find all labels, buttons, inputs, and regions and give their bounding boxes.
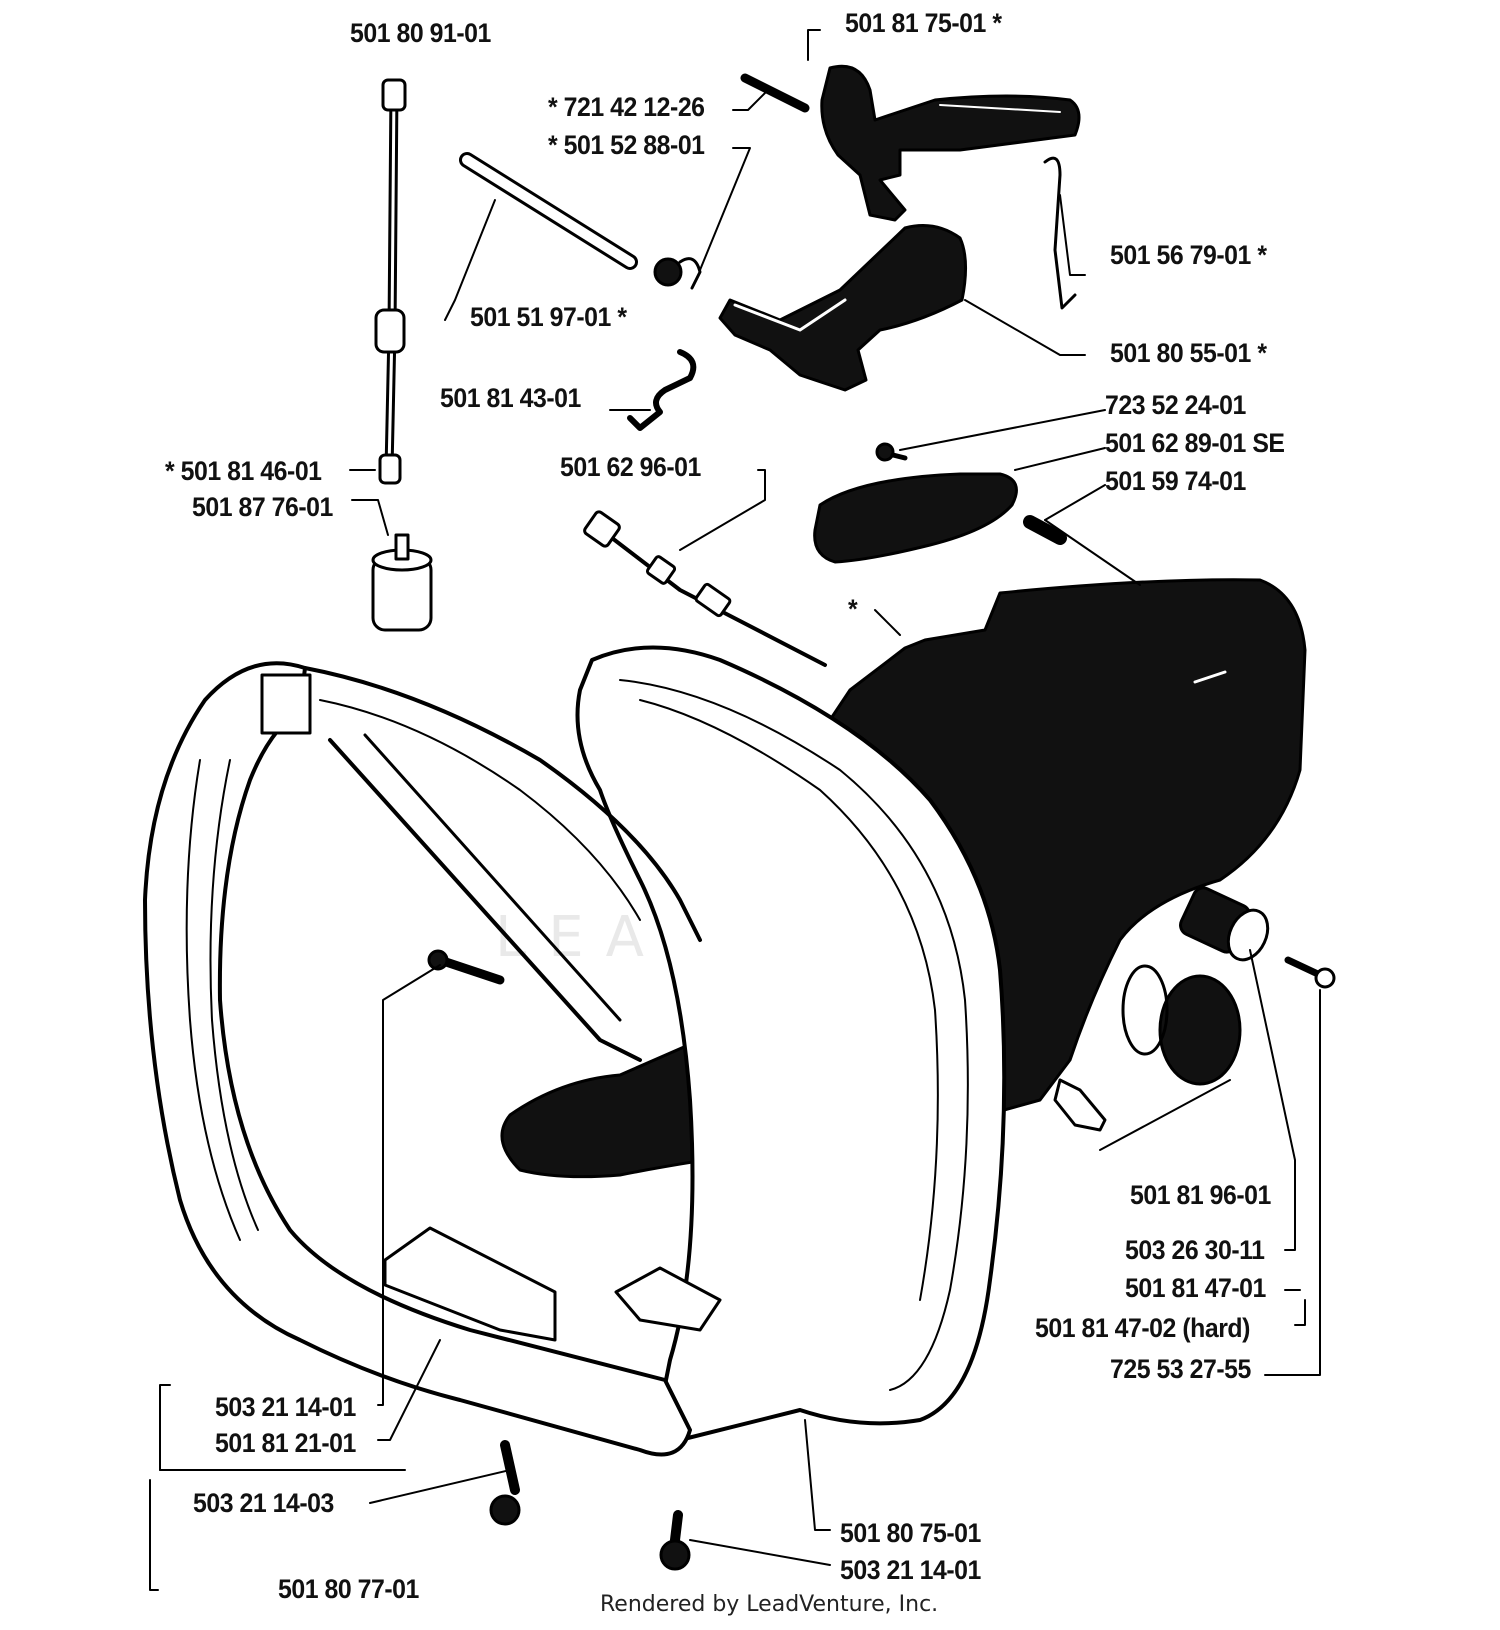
spring-part <box>740 73 810 113</box>
part-label-501-81-75-01: 501 81 75-01 * <box>845 8 1002 38</box>
part-label-725-53-27-55: 725 53 27-55 <box>1110 1354 1251 1384</box>
part-label-501-59-74-01: 501 59 74-01 <box>1105 466 1246 496</box>
choke-knob-part <box>1179 886 1270 962</box>
lower-bracket-part <box>614 1266 722 1332</box>
part-label-503-21-14-01-b: 503 21 14-01 <box>840 1555 981 1585</box>
part-label-501-80-55-01: 501 80 55-01 * <box>1110 338 1267 368</box>
bolt-503-21-14-01-lower <box>659 1510 691 1571</box>
throttle-trigger-part <box>820 64 1081 222</box>
part-label-503-26-30-11: 503 26 30-11 <box>1125 1235 1265 1265</box>
small-screw-part <box>875 442 908 462</box>
front-handle-bar <box>575 645 1007 1444</box>
part-label-501-51-97-01: 501 51 97-01 * <box>470 302 627 332</box>
part-label-501-81-21-01: 501 81 21-01 <box>215 1428 356 1458</box>
part-label-723-52-24-01: 723 52 24-01 <box>1105 390 1246 420</box>
bolt-503-21-14-01-upper <box>427 949 505 985</box>
fuel-hose-part <box>374 78 407 485</box>
part-label-501-80-91-01: 501 80 91-01 <box>350 18 491 48</box>
wire-link-part <box>627 349 697 431</box>
part-label-503-21-14-03: 503 21 14-03 <box>193 1488 334 1518</box>
grip-pin-part <box>1023 515 1067 545</box>
part-label-501-87-76-01: 501 87 76-01 <box>192 492 333 522</box>
part-label-503-21-14-01-a: 503 21 14-01 <box>215 1392 356 1422</box>
part-label-501-52-88-01: * 501 52 88-01 <box>548 130 705 160</box>
part-label-asterisk: * <box>848 594 858 624</box>
part-label-501-80-77-01: 501 80 77-01 <box>278 1574 419 1604</box>
bracket-plate-part <box>383 1226 557 1342</box>
fuel-cap-part <box>1121 964 1242 1086</box>
part-label-501-62-96-01: 501 62 96-01 <box>560 452 701 482</box>
part-label-501-80-75-01: 501 80 75-01 <box>840 1518 981 1548</box>
bolt-503-21-14-03 <box>489 1440 521 1526</box>
part-label-501-62-89-01-se: 501 62 89-01 SE <box>1105 428 1285 458</box>
part-label-501-81-46-01: * 501 81 46-01 <box>165 456 322 486</box>
part-label-721-42-12-26: * 721 42 12-26 <box>548 92 705 122</box>
pin-rod-part <box>459 152 638 270</box>
spring-clip-part <box>1043 156 1077 310</box>
screw-725-53-27-55 <box>1284 956 1336 989</box>
handle-grip-part <box>813 472 1018 564</box>
trigger-spring-part <box>653 257 702 290</box>
fuel-filter-part <box>371 533 433 632</box>
part-label-501-81-47-02-hard: 501 81 47-02 (hard) <box>1035 1313 1250 1343</box>
shutoff-lever-part <box>1053 1078 1107 1132</box>
part-label-501-56-79-01: 501 56 79-01 * <box>1110 240 1267 270</box>
part-label-501-81-96-01: 501 81 96-01 <box>1130 1180 1271 1210</box>
part-label-501-81-47-01: 501 81 47-01 <box>1125 1273 1266 1303</box>
footer-credit: Rendered by LeadVenture, Inc. <box>600 1592 939 1617</box>
part-label-501-81-43-01: 501 81 43-01 <box>440 383 581 413</box>
trigger-lockout-part <box>718 224 967 392</box>
rear-handle-bar <box>143 661 702 1457</box>
adjuster-screw-part <box>583 510 827 667</box>
